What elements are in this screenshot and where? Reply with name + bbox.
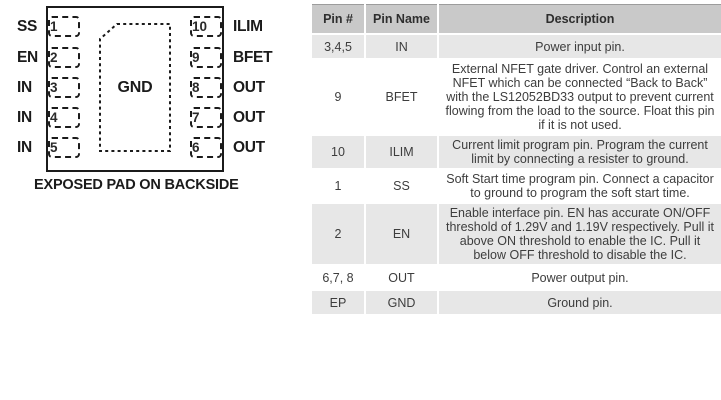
pin-name: BFET <box>385 90 418 104</box>
pin-number: 4 <box>50 110 58 125</box>
pin-description: Power input pin. <box>535 39 625 54</box>
pin-number: 9 <box>192 50 200 65</box>
pin-name-cell: GND <box>366 291 437 314</box>
pin-name-cell: ILIM <box>366 136 437 168</box>
pin-description: Power output pin. <box>531 270 629 285</box>
pin-box-2: 2 <box>48 47 80 68</box>
pin-10-function-label: ILIM <box>233 18 263 35</box>
description-cell: Current limit program pin. Program the c… <box>439 136 721 168</box>
table-row-en: 2 EN Enable interface pin. EN has accura… <box>312 204 721 264</box>
pin-number: 5 <box>50 140 58 155</box>
pin-number: EP <box>329 295 347 310</box>
pin-box-5: 5 <box>48 137 80 158</box>
pin-number-cell: 6,7, 8 <box>312 266 364 289</box>
pin-7-function-label: OUT <box>233 109 265 126</box>
pin-number-cell: 1 <box>312 170 364 202</box>
table-row-ep: EP GND Ground pin. <box>312 291 721 314</box>
pin-box-1: 1 <box>48 16 80 37</box>
pin-box-6: 6 <box>190 137 222 158</box>
pin-number-cell: 3,4,5 <box>312 35 364 58</box>
pin-number: 7 <box>192 110 200 125</box>
pin-name-cell: OUT <box>366 266 437 289</box>
pin-number: 9 <box>334 90 342 104</box>
table-row-in: 3,4,5 IN Power input pin. <box>312 35 721 58</box>
pin-description: Ground pin. <box>547 295 613 310</box>
description-cell: Enable interface pin. EN has accurate ON… <box>439 204 721 264</box>
pin-number: 3 <box>50 80 58 95</box>
pin-name: GND <box>387 295 416 310</box>
exposed-pad-outline <box>99 23 171 152</box>
pin-number: 2 <box>50 50 58 65</box>
pin-8-function-label: OUT <box>233 79 265 96</box>
table-row-out: 6,7, 8 OUT Power output pin. <box>312 266 721 289</box>
pin-9-function-label: BFET <box>233 49 273 66</box>
header-label: Pin Name <box>373 12 430 26</box>
header-description: Description <box>439 4 721 33</box>
pin-number: 1 <box>334 179 342 193</box>
pin-name-cell: IN <box>366 35 437 58</box>
pin-name-cell: EN <box>366 204 437 264</box>
pin-box-9: 9 <box>190 47 222 68</box>
pin-number-cell: 10 <box>312 136 364 168</box>
pin-description: Enable interface pin. EN has accurate ON… <box>446 206 714 262</box>
description-cell: Power input pin. <box>439 35 721 58</box>
pin-number-cell: EP <box>312 291 364 314</box>
pin-number-cell: 9 <box>312 60 364 134</box>
pin-name: IN <box>395 39 408 54</box>
header-pin-name: Pin Name <box>366 4 437 33</box>
pin-description: External NFET gate driver. Control an ex… <box>445 62 715 132</box>
pin-6-function-label: OUT <box>233 139 265 156</box>
header-pin-number: Pin # <box>312 4 364 33</box>
description-cell: Ground pin. <box>439 291 721 314</box>
pin-number: 2 <box>334 227 342 241</box>
diagram-caption: EXPOSED PAD ON BACKSIDE <box>34 177 239 193</box>
pin-number: 3,4,5 <box>324 39 352 54</box>
pin-number: 6 <box>192 140 200 155</box>
pin-number: 8 <box>192 80 200 95</box>
gnd-pad-label: GND <box>117 79 153 96</box>
pin-number: 6,7, 8 <box>322 270 354 285</box>
table-row-ss: 1 SS Soft Start time program pin. Connec… <box>312 170 721 202</box>
table-row-bfet: 9 BFET External NFET gate driver. Contro… <box>312 60 721 134</box>
pin-number-cell: 2 <box>312 204 364 264</box>
pin-name: ILIM <box>389 145 414 159</box>
pin-box-4: 4 <box>48 107 80 128</box>
description-cell: Soft Start time program pin. Connect a c… <box>439 170 721 202</box>
pin-name: OUT <box>388 270 415 285</box>
pin-box-10: 10 <box>190 16 222 37</box>
header-label: Description <box>545 12 615 26</box>
pin-name-cell: SS <box>366 170 437 202</box>
pin-name-cell: BFET <box>366 60 437 134</box>
pin-3-function-label: IN <box>17 79 32 96</box>
pin-description: Current limit program pin. Program the c… <box>452 138 708 166</box>
pin-number: 10 <box>192 19 208 34</box>
pin-2-function-label: EN <box>17 49 38 66</box>
header-label: Pin # <box>323 12 353 26</box>
pinout-diagram: SS EN IN IN IN 1 2 3 4 5 10 9 8 7 6 ILIM… <box>0 0 310 400</box>
pin-1-function-label: SS <box>17 18 38 35</box>
pin-description: Soft Start time program pin. Connect a c… <box>446 172 714 200</box>
pin-name: EN <box>392 227 411 241</box>
pin-number: 1 <box>50 19 58 34</box>
pin-box-7: 7 <box>190 107 222 128</box>
pin-box-3: 3 <box>48 77 80 98</box>
description-cell: Power output pin. <box>439 266 721 289</box>
table-row-ilim: 10 ILIM Current limit program pin. Progr… <box>312 136 721 168</box>
pin-name: SS <box>393 179 410 193</box>
pin-function-table: Pin # Pin Name Description 3,4,5 IN Powe… <box>312 4 721 316</box>
table-header-row: Pin # Pin Name Description <box>312 4 721 33</box>
pin-box-8: 8 <box>190 77 222 98</box>
pin-5-function-label: IN <box>17 139 32 156</box>
pin-4-function-label: IN <box>17 109 32 126</box>
description-cell: External NFET gate driver. Control an ex… <box>439 60 721 134</box>
pin-number: 10 <box>331 145 345 159</box>
